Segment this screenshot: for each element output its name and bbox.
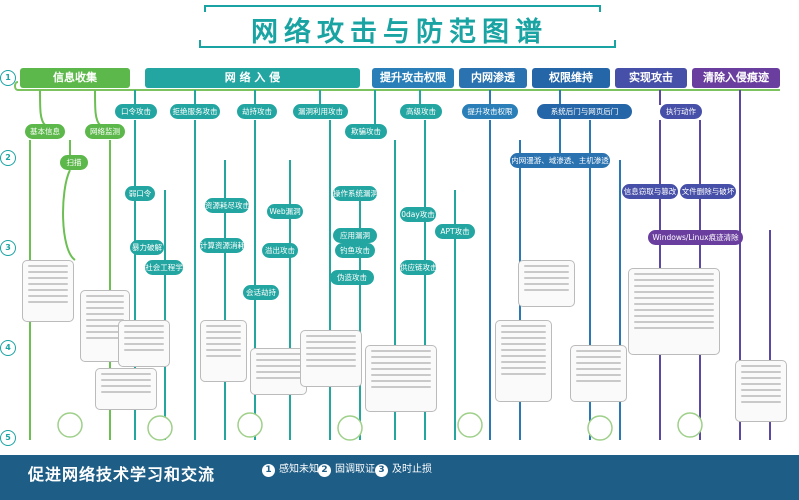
node-vuln-attack: 漏洞利用攻击 [293, 104, 348, 119]
node-trace-cleanup: Windows/Linux痕迹清除 [648, 230, 743, 245]
node-lateral-penetration: 内网漫游、域渗透、主机渗透 [510, 153, 610, 168]
footer-item-label: 感知未知 [279, 464, 319, 475]
node-brute-force: 暴力破解 [130, 240, 164, 255]
trunk-line [14, 81, 780, 91]
node-info-theft: 信息窃取与篡改 [622, 184, 678, 199]
detail-box [118, 320, 170, 367]
node-forgery: 伪造攻击 [330, 270, 374, 285]
phase-persistence: 权限维持 [532, 68, 610, 88]
node-social-engineering: 社会工程学 [145, 260, 183, 275]
node-deceive-attack: 欺骗攻击 [345, 124, 387, 139]
side-number-1: 1 [0, 70, 16, 86]
node-apt-attack: APT攻击 [435, 224, 475, 239]
detail-box [95, 368, 157, 410]
phase-privilege-escalation: 提升攻击权限 [372, 68, 454, 88]
footer-item-label: 及时止损 [392, 464, 432, 475]
node-resource-exhaustion: 资源耗尽攻击 [205, 198, 249, 213]
node-scan: 扫描 [60, 155, 88, 170]
footer-slogan: 促进网络技术学习和交流 [28, 465, 216, 484]
title-frame-bottom [199, 40, 616, 48]
detail-box [570, 345, 627, 402]
node-hijack-attack: 劫持攻击 [237, 104, 277, 119]
footer-item-number: 1 [262, 464, 275, 477]
side-number-4: 4 [0, 340, 16, 356]
title-frame-top [204, 5, 601, 12]
footer-item-number: 3 [375, 464, 388, 477]
node-advanced-attack: 高级攻击 [400, 104, 442, 119]
side-number-2: 2 [0, 150, 16, 166]
footer-item-label: 固调取证 [335, 464, 375, 475]
page-title: 网络攻击与防范图谱 [251, 17, 548, 48]
node-phishing: 钓鱼攻击 [335, 243, 375, 258]
node-weak-password: 弱口令 [125, 186, 155, 201]
node-execute-action: 执行动作 [660, 104, 702, 119]
bottom-nodes [57, 412, 703, 441]
node-escalate-privileges: 提升攻击权限 [462, 104, 518, 119]
node-overflow-attack: 溢出攻击 [262, 243, 298, 258]
detail-box [22, 260, 74, 322]
side-number-3: 3 [0, 240, 16, 256]
detail-box [518, 260, 575, 307]
node-backdoors: 系统后门与网页后门 [537, 104, 632, 119]
detail-box [250, 348, 307, 395]
detail-box [495, 320, 552, 402]
node-app-vuln: 应用漏洞 [333, 228, 377, 243]
node-compute-consumption: 计算资源消耗 [200, 238, 244, 253]
footer-item-1: 1 感知未知 [262, 461, 319, 479]
phase-cleanup: 清除入侵痕迹 [692, 68, 780, 88]
node-os-vuln: 操作系统漏洞 [333, 186, 377, 201]
detail-box [200, 320, 247, 382]
node-basic-info: 基本信息 [25, 124, 65, 139]
phase-lateral-movement: 内网渗透 [459, 68, 527, 88]
node-supply-chain: 供应链攻击 [400, 260, 436, 275]
detail-box [300, 330, 362, 387]
node-dos-attack: 拒绝服务攻击 [170, 104, 220, 119]
footer-item-3: 3 及时止损 [375, 461, 432, 479]
side-number-5: 5 [0, 430, 16, 446]
detail-box [735, 360, 787, 422]
detail-box [628, 268, 720, 355]
phase-attack-execution: 实现攻击 [615, 68, 687, 88]
node-network-monitor: 网络监测 [85, 124, 125, 139]
footer-item-2: 2 固调取证 [318, 461, 375, 479]
detail-box [365, 345, 437, 412]
node-session-hijack: 会话劫持 [243, 285, 279, 300]
node-web-vuln: Web漏洞 [267, 204, 303, 219]
node-password-attack: 口令攻击 [115, 104, 157, 119]
node-file-destruction: 文件删除与破坏 [680, 184, 736, 199]
phase-info-gathering: 信息收集 [20, 68, 130, 88]
footer-item-number: 2 [318, 464, 331, 477]
node-0day-attack: 0day攻击 [400, 207, 436, 222]
phase-intrusion: 网 络 入 侵 [145, 68, 360, 88]
footer-band [0, 455, 799, 500]
